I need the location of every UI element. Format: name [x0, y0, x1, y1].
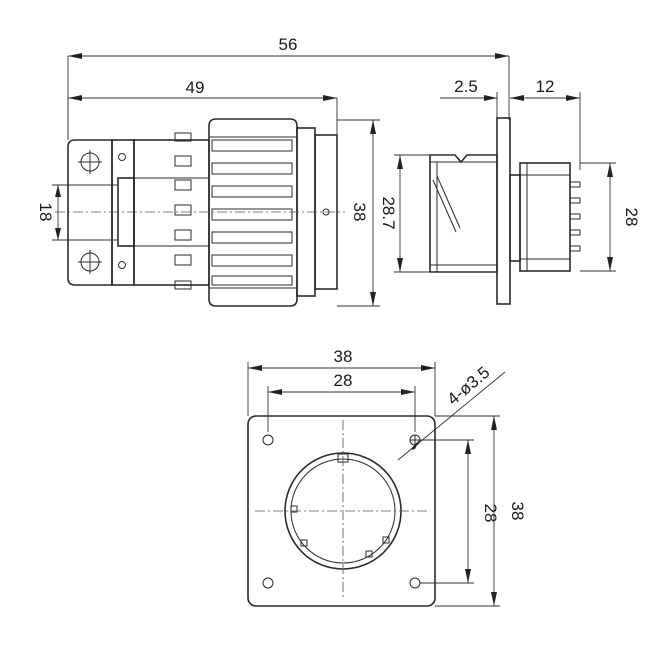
dim-label-body-diameter: 38 — [350, 203, 369, 222]
dimension-body-diameter: 38 — [337, 119, 380, 307]
dim-label-mount-spacing: 18 — [36, 203, 55, 222]
dim-label-hole-spacing-vertical: 28 — [481, 504, 500, 523]
dimension-hole-spacing-horizontal: 28 — [267, 371, 416, 432]
dim-label-flange-width: 38 — [334, 347, 353, 366]
receptacle-front-view — [247, 415, 436, 607]
dimension-plug-height: 28.7 — [379, 154, 430, 273]
dimension-flange-width: 38 — [247, 347, 436, 416]
receptacle-side-view — [429, 117, 581, 305]
dim-label-flange-thickness: 2.5 — [454, 77, 478, 96]
plug-side-view — [55, 118, 345, 307]
dimension-hole-spacing-vertical: 28 — [420, 439, 500, 584]
dimension-mount-spacing: 18 — [36, 184, 118, 241]
dimension-overall-length: 56 — [67, 35, 510, 140]
dim-label-overall-length: 56 — [279, 35, 298, 54]
dim-label-plug-height: 28.7 — [379, 196, 398, 229]
dim-label-body-length: 49 — [186, 78, 205, 97]
dim-label-hole-spacing-horizontal: 28 — [334, 371, 353, 390]
dim-label-rear-length: 12 — [536, 77, 555, 96]
dimension-rear-length: 12 — [510, 77, 581, 170]
dimension-body-length: 49 — [67, 78, 338, 140]
dimension-flange-thickness: 2.5 — [440, 77, 524, 118]
dimension-rear-height: 28 — [580, 162, 641, 272]
dim-label-rear-height: 28 — [622, 208, 641, 227]
dimension-flange-height: 38 — [435, 415, 527, 607]
dim-label-flange-height: 38 — [508, 502, 527, 521]
